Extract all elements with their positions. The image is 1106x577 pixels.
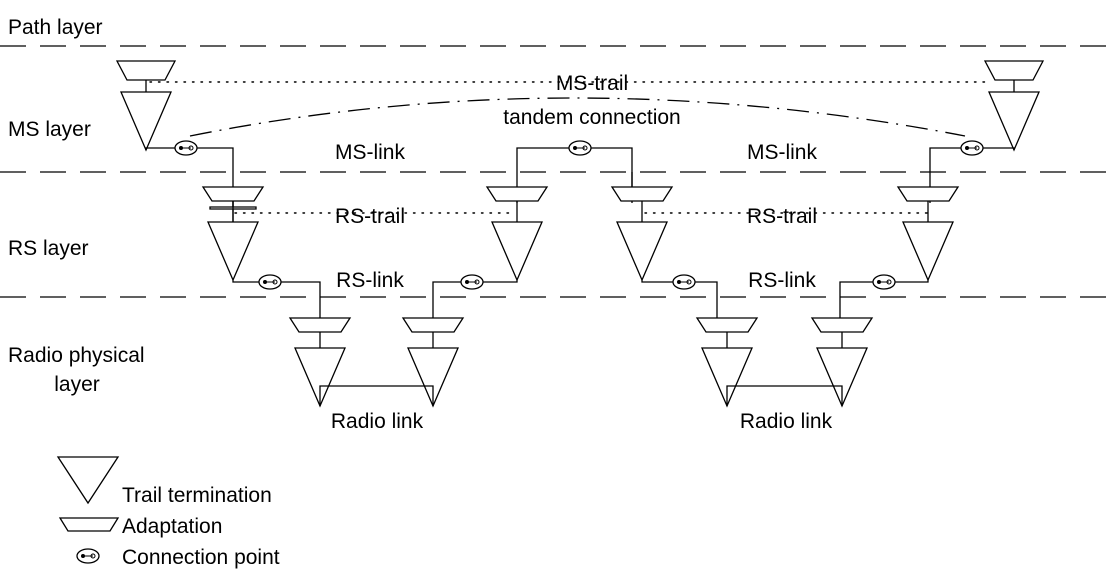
radio-link-right-label: Radio link	[740, 410, 833, 433]
tandem-connection-label: tandem connection	[503, 106, 680, 129]
adaptation-icon	[984, 60, 1044, 81]
rs-trail-right-label: RS-trail	[747, 205, 817, 228]
connection-point-icon	[872, 274, 896, 290]
trail-termination-icon	[120, 91, 172, 151]
connection-point-icon	[258, 274, 282, 290]
legend-connection-point: Connection point	[122, 546, 280, 569]
radio-layer-label-1: Radio physical	[8, 344, 145, 367]
adaptation-icon	[696, 317, 758, 333]
radio-layer-label-2: layer	[54, 373, 100, 396]
adaptation-icon	[202, 186, 264, 202]
trail-termination-icon	[207, 221, 259, 281]
connection-point-icon	[460, 274, 484, 290]
ms-link-left-label: MS-link	[335, 141, 406, 164]
trail-termination-icon	[491, 221, 543, 281]
trail-termination-icon	[56, 456, 120, 505]
connection-point-icon	[174, 140, 198, 156]
adaptation-icon	[116, 60, 176, 81]
adaptation-icon	[486, 186, 548, 202]
rs-link-right-label: RS-link	[748, 269, 816, 292]
adaptation-icon	[611, 186, 673, 202]
rs-layer-label: RS layer	[8, 237, 89, 260]
ms-layer-label: MS layer	[8, 118, 91, 141]
trail-termination-icon	[616, 221, 668, 281]
connection-point-icon	[76, 548, 100, 564]
rs-link-left-label: RS-link	[336, 269, 404, 292]
rs-trail-left-label: RS-trail	[335, 205, 405, 228]
radio-link-left-line	[319, 385, 434, 406]
path-layer-label: Path layer	[8, 16, 103, 39]
legend-trail-termination: Trail termination	[122, 484, 272, 507]
adaptation-icon	[289, 317, 351, 333]
connection-point-icon	[568, 140, 592, 156]
adaptation-icon	[811, 317, 873, 333]
ms-trail-label: MS-trail	[556, 72, 628, 95]
tandem-connection-arc	[189, 97, 966, 137]
ms-link-right-label: MS-link	[747, 141, 818, 164]
adaptation-icon	[58, 517, 120, 532]
trail-termination-icon	[988, 91, 1040, 151]
radio-link-left-label: Radio link	[331, 410, 424, 433]
trail-termination-icon	[902, 221, 954, 281]
adaptation-icon	[402, 317, 464, 333]
connection-point-icon	[672, 274, 696, 290]
connection-point-icon	[960, 140, 984, 156]
adaptation-icon	[897, 186, 959, 202]
legend-adaptation: Adaptation	[122, 515, 222, 538]
radio-link-right-line	[726, 385, 843, 406]
